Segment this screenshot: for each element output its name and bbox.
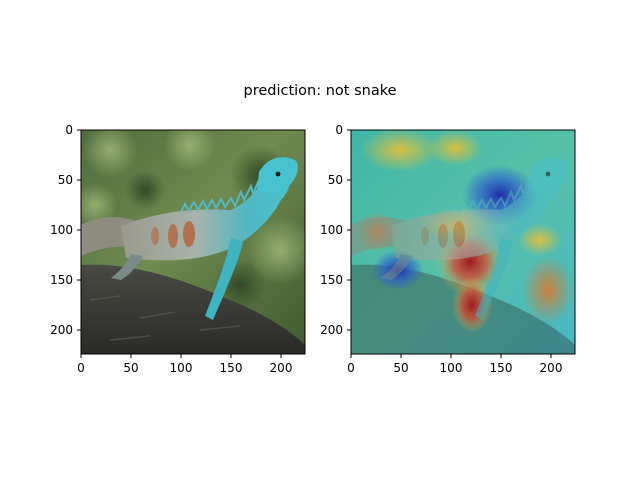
x-axis-left: 0 50 100 150 200 bbox=[77, 354, 292, 375]
y-tick-label: 0 bbox=[335, 123, 343, 137]
x-tick-label: 150 bbox=[220, 361, 243, 375]
x-tick-label: 200 bbox=[270, 361, 293, 375]
y-tick-label: 50 bbox=[328, 173, 343, 187]
y-axis-left: 0 50 100 150 200 bbox=[50, 123, 81, 337]
y-tick-label: 150 bbox=[50, 273, 73, 287]
y-tick-label: 150 bbox=[320, 273, 343, 287]
y-tick-label: 200 bbox=[50, 323, 73, 337]
y-tick-label: 100 bbox=[50, 223, 73, 237]
panel-heatmap-overlay: 0 50 100 150 200 0 50 100 150 200 bbox=[320, 123, 576, 375]
original-image bbox=[81, 130, 305, 354]
x-tick-label: 150 bbox=[490, 361, 513, 375]
axes-frame-right bbox=[350, 129, 576, 355]
x-tick-label: 100 bbox=[170, 361, 193, 375]
x-tick-label: 0 bbox=[77, 361, 85, 375]
x-axis-right: 0 50 100 150 200 bbox=[347, 354, 562, 375]
x-tick-label: 200 bbox=[540, 361, 563, 375]
x-tick-label: 50 bbox=[123, 361, 138, 375]
y-tick-label: 100 bbox=[320, 223, 343, 237]
x-tick-label: 50 bbox=[393, 361, 408, 375]
heatmap-overlay-image bbox=[351, 130, 575, 354]
y-tick-label: 200 bbox=[320, 323, 343, 337]
figure-title: prediction: not snake bbox=[243, 83, 397, 99]
axes-frame-left bbox=[80, 129, 306, 355]
y-tick-label: 50 bbox=[58, 173, 73, 187]
x-tick-label: 100 bbox=[440, 361, 463, 375]
y-axis-right: 0 50 100 150 200 bbox=[320, 123, 351, 337]
x-tick-label: 0 bbox=[347, 361, 355, 375]
y-tick-label: 0 bbox=[65, 123, 73, 137]
panel-original-image: 0 50 100 150 200 0 50 100 150 200 bbox=[50, 123, 306, 375]
